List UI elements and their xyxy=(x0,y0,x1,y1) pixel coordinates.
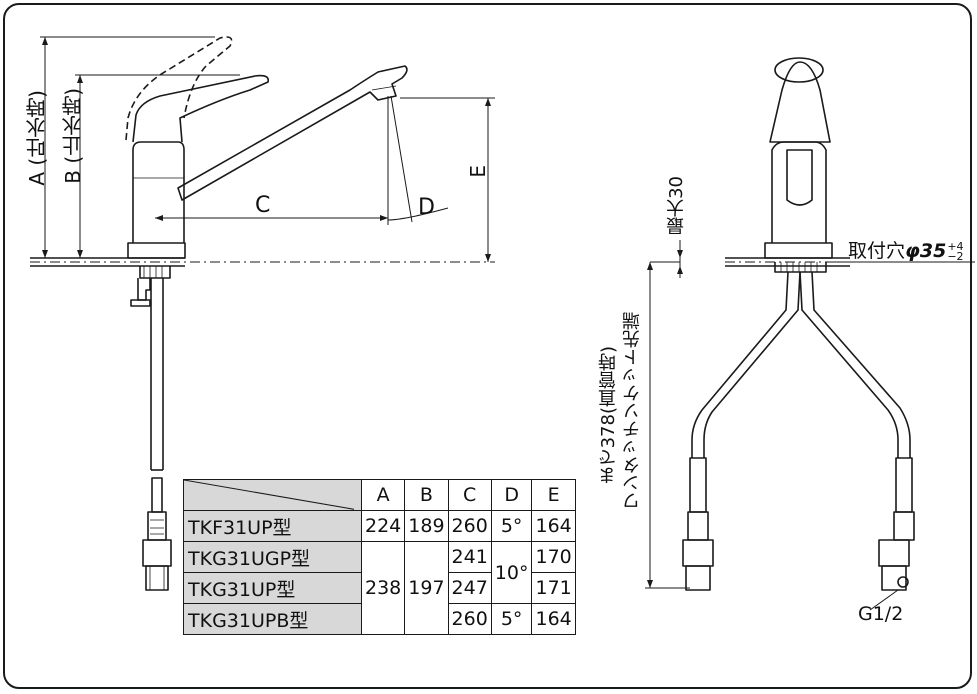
table-corner-cell xyxy=(183,479,362,511)
front-view-dimensions xyxy=(645,240,975,611)
model-name: TKG31UP型 xyxy=(183,572,362,604)
dimension-arrows xyxy=(42,37,683,588)
cell-c: 260 xyxy=(447,603,492,635)
dim-e-label: E xyxy=(466,165,490,178)
cell-e: 164 xyxy=(531,510,576,542)
model-name: TKG31UGP型 xyxy=(183,541,362,573)
tol-upper: +4 xyxy=(947,239,964,253)
col-header-a: A xyxy=(360,479,406,511)
cell-b: 189 xyxy=(404,510,449,542)
model-name: TKG31UPB型 xyxy=(183,603,362,635)
drawing-frame xyxy=(3,3,972,689)
model-name: TKF31UP型 xyxy=(183,510,362,542)
cell-a: 224 xyxy=(360,510,406,542)
cell-d: 5° xyxy=(490,510,533,542)
mounting-hole-phi: φ35 xyxy=(905,240,947,262)
cell-a-merged: 238 xyxy=(360,541,406,635)
corner-diagonal xyxy=(184,480,354,510)
mounting-hole-label: 取付穴φ35+4−2 xyxy=(848,236,964,263)
front-view-faucet xyxy=(682,57,915,591)
table-header-row: A B C D E xyxy=(183,479,576,511)
col-header-b: B xyxy=(404,479,449,511)
table-row: TKG31UPB型 260 5° 164 xyxy=(183,603,576,635)
col-header-e: E xyxy=(531,479,576,511)
dimension-table: A B C D E TKF31UP型 224 189 260 5° 164 TK… xyxy=(183,479,576,635)
table-row: TKG31UGP型 238 197 241 10° 170 xyxy=(183,541,576,635)
mounting-hole-tolerance: +4−2 xyxy=(947,239,964,263)
max30-label: 最大30 xyxy=(666,176,687,235)
table-row: TKG31UP型 247 171 xyxy=(183,572,576,604)
cell-d: 5° xyxy=(490,603,533,635)
dim-c-label: C xyxy=(255,193,270,218)
side-view-dimensions xyxy=(30,36,495,263)
cell-e: 171 xyxy=(531,572,576,604)
table-row: TKF31UP型 224 189 260 5° 164 xyxy=(183,510,576,542)
dim-b-label: B (止水時) xyxy=(61,88,85,184)
cell-e: 170 xyxy=(531,541,576,573)
col-header-c: C xyxy=(447,479,492,511)
side-view-faucet xyxy=(30,36,408,591)
dim-a-label: A (吐水時) xyxy=(25,90,49,186)
mounting-hole-text: 取付穴 xyxy=(848,240,906,262)
tol-lower: −2 xyxy=(947,249,964,263)
cell-c: 247 xyxy=(447,572,492,604)
cell-e: 164 xyxy=(531,603,576,635)
cell-c: 260 xyxy=(447,510,492,542)
cell-d-merged: 10° xyxy=(490,541,533,604)
col-header-d: D xyxy=(490,479,533,511)
g12-label: G1/2 xyxy=(858,603,903,625)
socket-label-line1: ワンタッチソケット先端 xyxy=(622,312,643,510)
cell-c: 241 xyxy=(447,541,492,573)
socket-label-line2: まで378(直管時) xyxy=(598,346,619,485)
dim-d-label: D xyxy=(418,195,435,220)
cell-b-merged: 197 xyxy=(404,541,449,635)
